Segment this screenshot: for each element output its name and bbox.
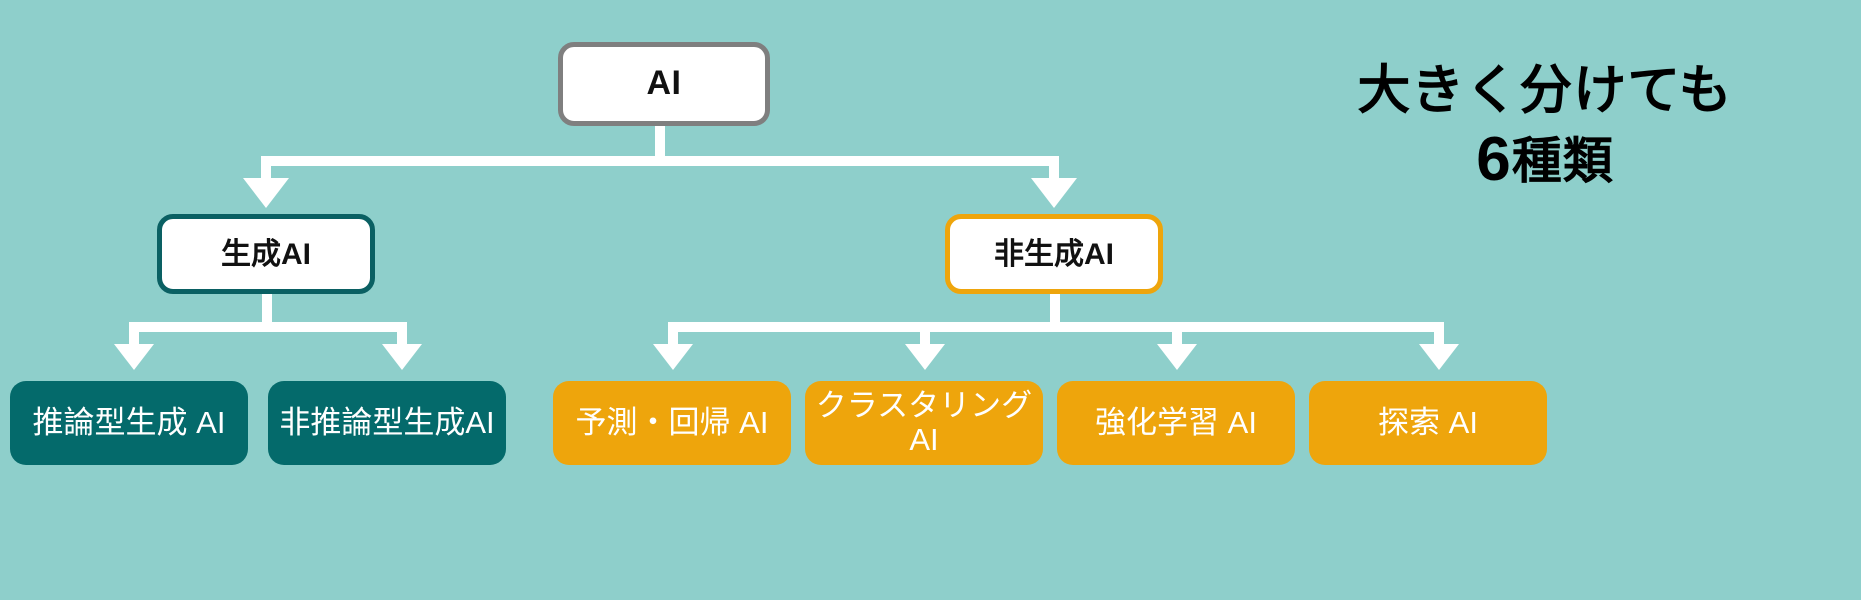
connector-generative-drop-1	[129, 322, 139, 346]
summary-annotation: 大きく分けても 6種類	[1355, 60, 1735, 196]
annotation-count: 6	[1476, 124, 1512, 194]
node-non-inference-generative-ai[interactable]: 非推論型生成AI	[268, 381, 506, 465]
connector-root-to-generative	[261, 156, 271, 180]
node-ai-root-label: AI	[646, 64, 682, 103]
arrowhead-clustering	[905, 344, 945, 370]
node-search-ai-label: 探索 AI	[1378, 404, 1478, 440]
arrowhead-inference-generative	[114, 344, 154, 370]
annotation-line-1: 大きく分けても	[1357, 61, 1733, 120]
node-search-ai[interactable]: 探索 AI	[1309, 381, 1547, 465]
connector-generative-stem	[262, 293, 272, 322]
arrowhead-reinforcement	[1157, 344, 1197, 370]
node-inference-generative-ai[interactable]: 推論型生成 AI	[10, 381, 248, 465]
node-generative-ai-label: 生成AI	[221, 237, 311, 271]
connector-non-generative-drop-1	[668, 322, 678, 346]
node-inference-generative-ai-label: 推論型生成 AI	[32, 404, 226, 440]
arrowhead-search	[1419, 344, 1459, 370]
arrowhead-generative	[243, 178, 289, 208]
node-clustering-ai-label: クラスタリングAI	[815, 387, 1033, 457]
connector-root-bus	[261, 156, 1059, 166]
node-non-inference-generative-ai-label: 非推論型生成AI	[279, 404, 495, 440]
arrowhead-regression	[653, 344, 693, 370]
node-reinforcement-learning-ai-label: 強化学習 AI	[1095, 404, 1257, 440]
connector-non-generative-drop-2	[920, 322, 930, 346]
node-non-generative-ai[interactable]: 非生成AI	[945, 214, 1163, 294]
annotation-count-unit: 種類	[1511, 132, 1614, 189]
annotation-line-2: 6種類	[1355, 123, 1735, 196]
node-generative-ai[interactable]: 生成AI	[157, 214, 375, 294]
connector-non-generative-drop-4	[1434, 322, 1444, 346]
connector-generative-drop-2	[397, 322, 407, 346]
node-non-generative-ai-label: 非生成AI	[994, 237, 1114, 271]
connector-non-generative-stem	[1050, 293, 1060, 322]
connector-non-generative-bus	[668, 322, 1444, 332]
arrowhead-non-generative	[1031, 178, 1077, 208]
node-prediction-regression-ai[interactable]: 予測・回帰 AI	[553, 381, 791, 465]
node-ai-root[interactable]: AI	[558, 42, 770, 126]
node-clustering-ai[interactable]: クラスタリングAI	[805, 381, 1043, 465]
connector-non-generative-drop-3	[1172, 322, 1182, 346]
node-reinforcement-learning-ai[interactable]: 強化学習 AI	[1057, 381, 1295, 465]
arrowhead-non-inference-generative	[382, 344, 422, 370]
connector-root-stem	[655, 125, 665, 163]
connector-generative-bus	[129, 322, 407, 332]
connector-root-to-non-generative	[1049, 156, 1059, 180]
node-prediction-regression-ai-label: 予測・回帰 AI	[575, 404, 769, 440]
